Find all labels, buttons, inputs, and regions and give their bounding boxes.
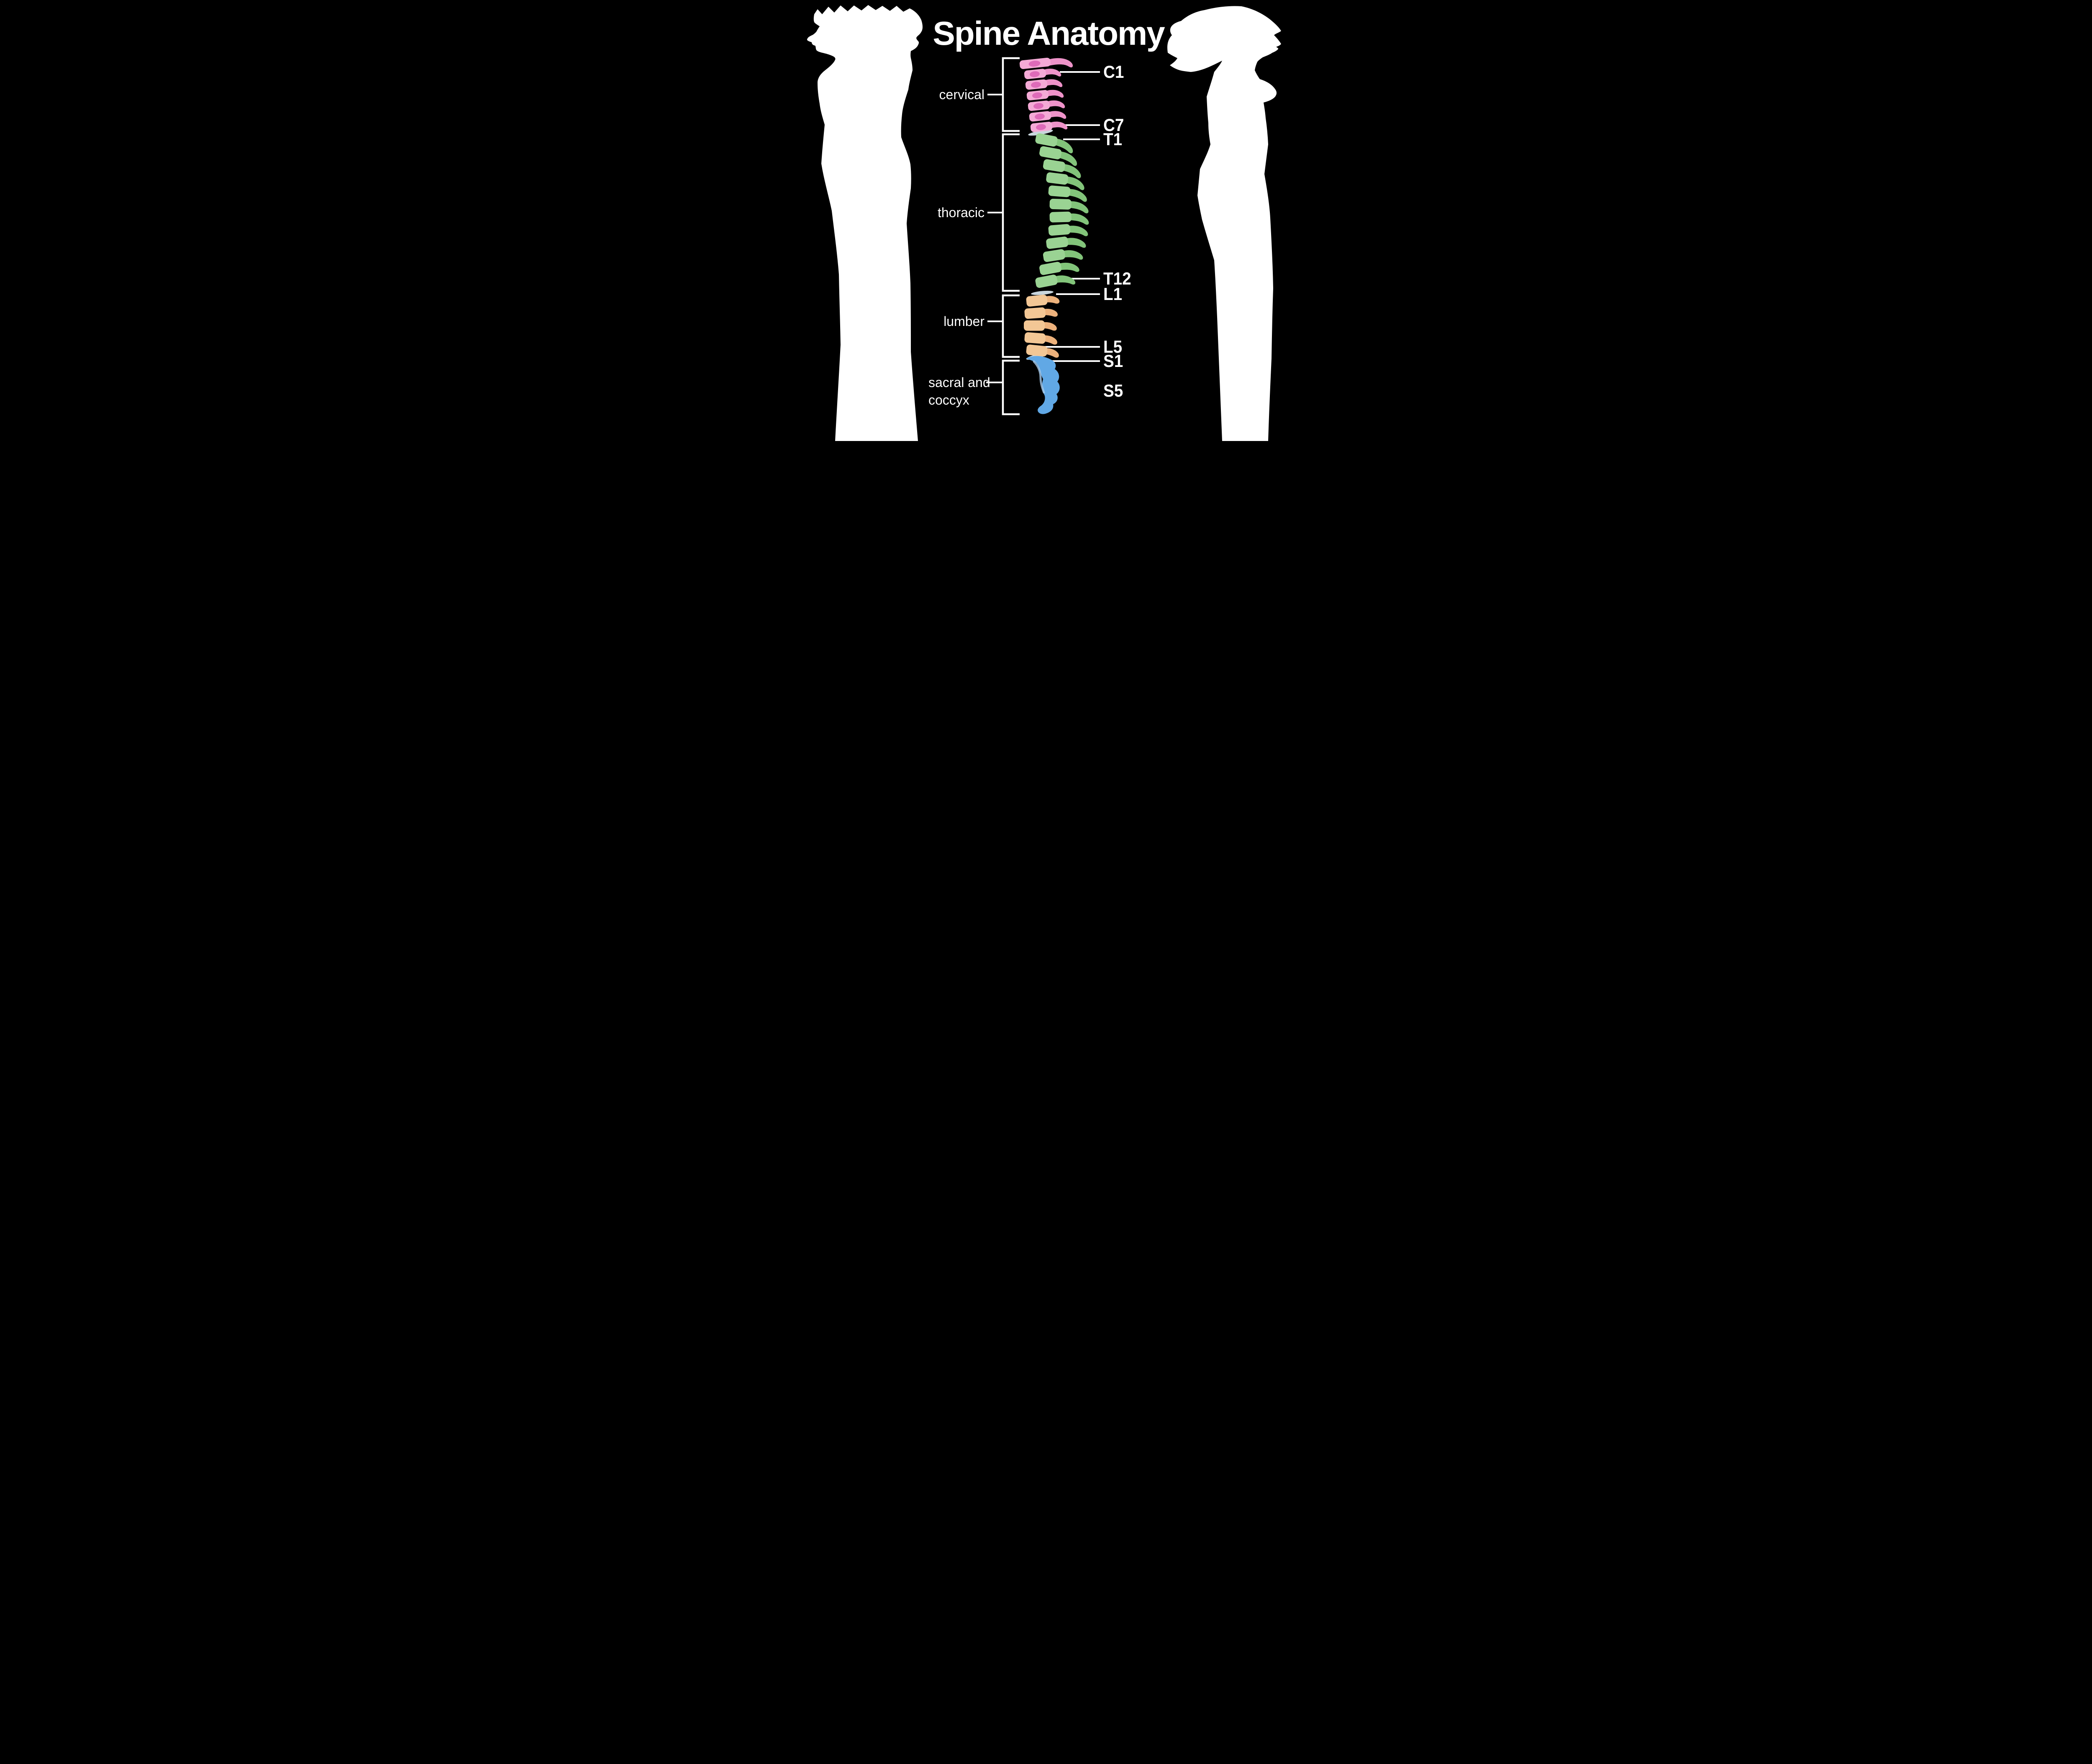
vertebral-body <box>1043 159 1065 172</box>
cervical-vertebra <box>1026 90 1064 100</box>
lumbar-vertebra <box>1024 320 1057 331</box>
vertebra-label-l5: L5 <box>1103 337 1123 356</box>
vertebra-label-c1: C1 <box>1103 62 1124 82</box>
spinous-process <box>1066 201 1089 213</box>
vertebral-canal <box>1030 71 1040 77</box>
lumbar-vertebra <box>1026 344 1059 358</box>
intervertebral-disc <box>1028 129 1053 136</box>
cervical-vertebra <box>1029 111 1067 122</box>
cervical-vertebra <box>1030 121 1068 132</box>
vertebral-body <box>1046 236 1069 249</box>
vertebral-canal <box>1033 103 1043 109</box>
region-label-lumbar: lumber <box>943 314 984 329</box>
thoracic-vertebra <box>1043 249 1083 262</box>
vertebral-body <box>1049 211 1072 223</box>
vertebra-label-t12: T12 <box>1103 269 1131 288</box>
thoracic-bracket <box>1002 133 1020 292</box>
vertebral-body <box>1049 199 1072 210</box>
lumbar-bracket <box>1002 294 1020 358</box>
spine-anatomy-figure: Spine Anatomy cervical thoracic lumber s… <box>770 0 1322 441</box>
vertebral-body <box>1024 307 1046 319</box>
thoracic-vertebra <box>1043 159 1081 178</box>
spinous-process <box>1065 189 1087 202</box>
vertebra-label-s5: S5 <box>1103 381 1123 400</box>
vertebra-label-s1: S1 <box>1103 351 1123 371</box>
spinous-process <box>1051 275 1076 285</box>
spinous-process <box>1056 262 1079 272</box>
vertebral-body <box>1048 185 1071 197</box>
vertebral-canal <box>1035 113 1045 120</box>
spinous-process <box>1059 250 1083 260</box>
vertebral-body <box>1024 332 1046 344</box>
sacral-bracket <box>1002 359 1020 415</box>
female-silhouette <box>1167 6 1281 441</box>
vertebra-label-c7: C7 <box>1103 115 1124 135</box>
cervical-vertebra <box>1019 57 1073 69</box>
region-brackets <box>1002 57 1020 415</box>
cervical-vertebra <box>1028 100 1065 111</box>
vertebral-body <box>1039 146 1062 159</box>
vertebra-label-l1: L1 <box>1103 284 1123 304</box>
cervical-vertebra <box>1024 69 1061 79</box>
lumbar-vertebra <box>1026 295 1060 307</box>
cervical-vertebra <box>1025 79 1063 90</box>
thoracic-vertebra <box>1049 211 1089 225</box>
thoracic-vertebra <box>1039 146 1077 166</box>
region-label-sacral-line1: sacral and <box>928 375 990 390</box>
vertebral-body <box>1046 172 1069 185</box>
vertebral-body <box>1026 295 1048 307</box>
sacrum-highlight <box>1033 360 1045 394</box>
spinous-process <box>1066 213 1089 225</box>
thoracic-vertebra <box>1046 236 1086 249</box>
thoracic-vertebra <box>1049 199 1089 213</box>
sacrum-coccyx <box>1026 356 1060 414</box>
vertebral-canal <box>1031 82 1041 88</box>
vertebral-body <box>1043 249 1065 262</box>
thoracic-vertebra <box>1048 224 1088 236</box>
vertebral-body <box>1035 133 1058 147</box>
vertebral-body <box>1026 344 1048 356</box>
region-label-sacral-coccyx: sacral and coccyx <box>928 374 1000 409</box>
spinous-process <box>1045 58 1073 68</box>
vertebral-body <box>1035 274 1058 288</box>
thoracic-vertebra <box>1048 185 1087 202</box>
vertebral-body <box>1039 262 1062 275</box>
vertebral-body <box>1024 320 1045 331</box>
region-label-cervical: cervical <box>939 87 984 102</box>
region-label-thoracic: thoracic <box>937 205 984 220</box>
vertebra-label-t1: T1 <box>1103 129 1123 149</box>
intervertebral-disc <box>1031 290 1054 295</box>
thoracic-vertebra <box>1035 274 1076 288</box>
spinous-process <box>1065 226 1088 236</box>
cervical-bracket <box>1002 57 1020 132</box>
thoracic-vertebra <box>1039 262 1079 275</box>
spinous-process <box>1062 176 1084 190</box>
spinous-process <box>1062 238 1086 248</box>
vertebral-canal <box>1032 92 1042 99</box>
thoracic-vertebra <box>1046 172 1084 190</box>
male-silhouette <box>807 5 923 441</box>
vertebral-canal <box>1036 124 1046 130</box>
thoracic-vertebra <box>1035 133 1073 154</box>
lumbar-vertebra <box>1024 332 1057 345</box>
lumbar-vertebra <box>1024 307 1058 319</box>
region-label-sacral-line2: coccyx <box>928 392 969 408</box>
vertebral-body <box>1048 224 1071 236</box>
vertebral-canal <box>1028 60 1041 67</box>
page-title: Spine Anatomy <box>933 15 1165 52</box>
spine-column <box>1019 57 1089 414</box>
figure-artwork <box>807 5 1281 441</box>
